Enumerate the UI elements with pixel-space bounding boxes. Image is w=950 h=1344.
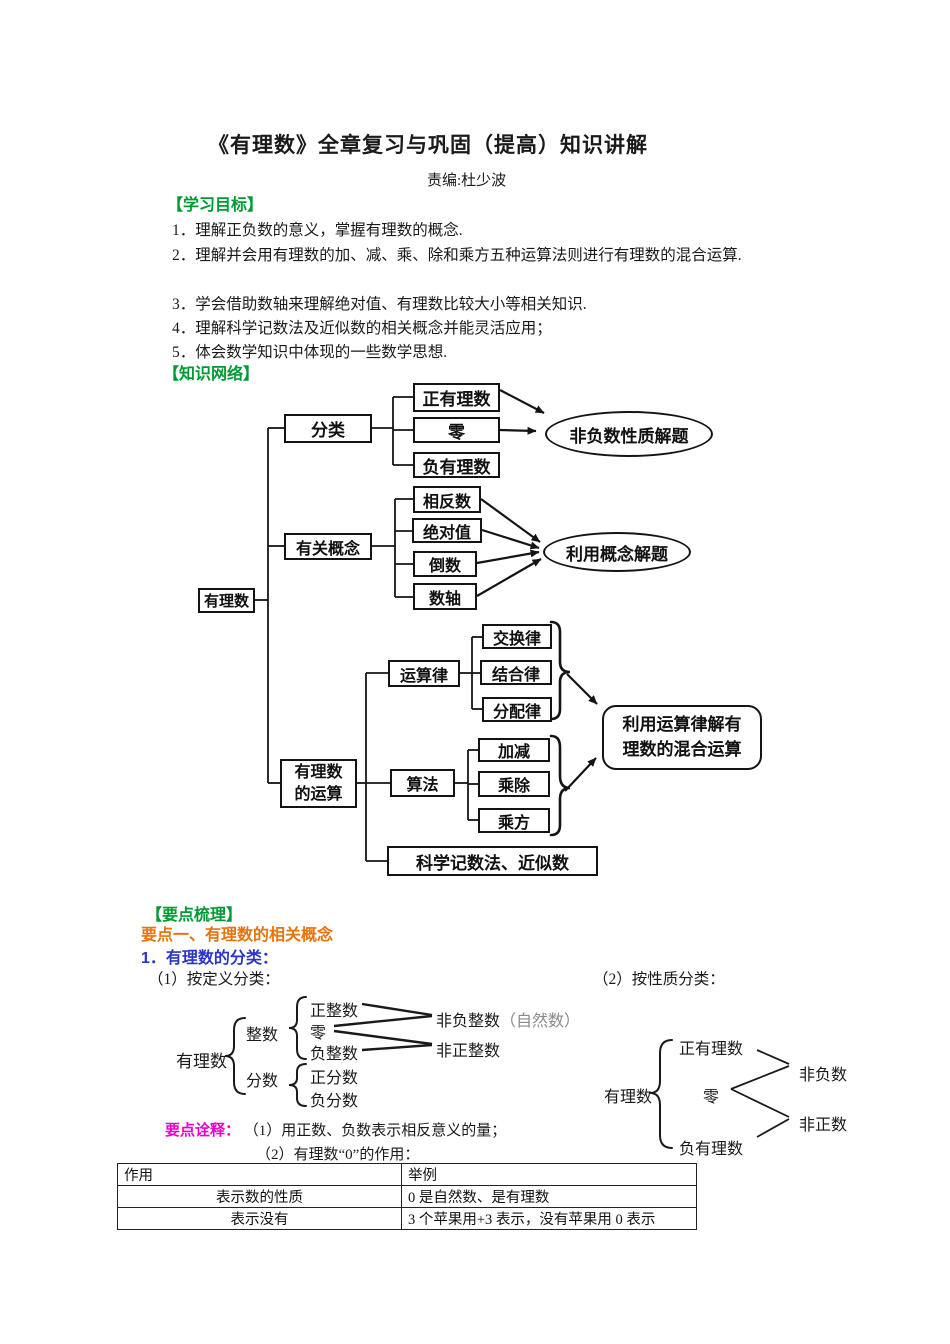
d1-positive-fraction: 正分数 bbox=[310, 1070, 359, 1087]
d2-nonpositive: 非正数 bbox=[799, 1117, 848, 1134]
d2-positive-rational: 正有理数 bbox=[679, 1041, 744, 1058]
node-associative: 结合律 bbox=[480, 660, 552, 685]
by-property-label: （2）按性质分类： bbox=[593, 971, 725, 988]
goal-item: 3．学会借助数轴来理解绝对值、有理数比较大小等相关知识. bbox=[172, 296, 587, 313]
goal-item: 5．体会数学知识中体现的一些数学思想. bbox=[172, 344, 448, 361]
outline-point1: 要点一、有理数的相关概念 bbox=[141, 927, 334, 944]
node-operation-laws: 运算律 bbox=[388, 660, 460, 687]
node-mixed-operations-line1: 利用运算律解有 bbox=[622, 714, 742, 734]
d2-zero: 零 bbox=[703, 1089, 720, 1106]
d2-nonnegative: 非负数 bbox=[799, 1067, 848, 1084]
node-rational: 有理数 bbox=[198, 588, 255, 613]
d1-root: 有理数 bbox=[176, 1052, 227, 1071]
d2-root: 有理数 bbox=[604, 1089, 653, 1106]
notes-label: 要点诠释： bbox=[165, 1122, 241, 1139]
table-cell-role: 表示数的性质 bbox=[117, 1185, 402, 1208]
by-definition-label: （1）按定义分类： bbox=[148, 971, 280, 988]
goal-item: 2．理解并会用有理数的加、减、乘、除和乘方五种运算法则进行有理数的混合运算. bbox=[172, 247, 742, 264]
note-1: （1）用正数、负数表示相反意义的量； bbox=[243, 1123, 507, 1139]
d1-natural-number-note: （自然数） bbox=[500, 1013, 581, 1030]
d1-nonnegative-integer: 非负整数（自然数） bbox=[436, 1007, 580, 1031]
node-multiply-divide: 乘除 bbox=[478, 771, 550, 797]
table-header-example: 举例 bbox=[401, 1163, 697, 1186]
d1-negative-fraction: 负分数 bbox=[310, 1093, 359, 1110]
node-absolute-value: 绝对值 bbox=[412, 518, 482, 543]
doc-author: 责编:杜少波 bbox=[427, 173, 507, 189]
node-rational-operations: 有理数 的运算 bbox=[280, 759, 357, 808]
node-rational-operations-line2: 的运算 bbox=[294, 785, 343, 803]
property-diagram-brace bbox=[649, 1039, 673, 1149]
node-add-subtract: 加减 bbox=[478, 738, 550, 762]
d1-zero: 零 bbox=[310, 1025, 327, 1042]
goals-header: 【学习目标】 bbox=[167, 197, 264, 214]
table-header-role: 作用 bbox=[117, 1163, 402, 1186]
node-power: 乘方 bbox=[478, 808, 550, 833]
table-cell-example: 3 个苹果用+3 表示，没有苹果用 0 表示 bbox=[401, 1207, 697, 1230]
table-cell-example: 0 是自然数、是有理数 bbox=[401, 1185, 697, 1208]
property-diagram-lines bbox=[730, 1049, 790, 1138]
node-negative-rational: 负有理数 bbox=[413, 452, 500, 478]
node-positive-rational: 正有理数 bbox=[413, 383, 500, 412]
node-rational-operations-line1: 有理数 bbox=[294, 763, 343, 781]
node-use-concept-ellipse: 利用概念解题 bbox=[543, 532, 691, 572]
node-opposite: 相反数 bbox=[413, 486, 481, 513]
note-2: （2）有理数“0”的作用： bbox=[256, 1147, 420, 1163]
page-title: 《有理数》全章复习与巩固（提高）知识讲解 bbox=[208, 134, 648, 157]
node-scientific-notation: 科学记数法、近似数 bbox=[387, 846, 598, 876]
table-header-row: 作用 举例 bbox=[117, 1163, 697, 1186]
outline-header: 【要点梳理】 bbox=[146, 907, 243, 924]
node-distributive: 分配律 bbox=[482, 697, 552, 722]
d1-nonnegative-integer-text: 非负整数 bbox=[436, 1013, 501, 1030]
network-braces bbox=[549, 620, 571, 837]
notes-line1: 要点诠释： （1）用正数、负数表示相反意义的量； bbox=[165, 1119, 506, 1140]
zero-role-table: 作用 举例 表示数的性质 0 是自然数、是有理数 表示没有 3 个苹果用+3 表… bbox=[117, 1163, 697, 1230]
node-nonneg-property-ellipse: 非负数性质解题 bbox=[545, 411, 713, 457]
node-reciprocal: 倒数 bbox=[413, 551, 477, 577]
node-mixed-operations-line2: 理数的混合运算 bbox=[622, 739, 742, 759]
table-row: 表示没有 3 个苹果用+3 表示，没有苹果用 0 表示 bbox=[117, 1207, 697, 1230]
node-algorithms: 算法 bbox=[390, 769, 455, 797]
goal-item: 4．理解科学记数法及近似数的相关概念并能灵活应用； bbox=[172, 320, 552, 337]
d2-negative-rational: 负有理数 bbox=[679, 1141, 744, 1158]
node-concepts: 有关概念 bbox=[284, 533, 372, 560]
d1-positive-integer: 正整数 bbox=[310, 1003, 359, 1020]
outline-sub1: 1．有理数的分类： bbox=[141, 950, 278, 967]
d1-nonpositive-integer: 非正整数 bbox=[436, 1043, 501, 1060]
node-classify: 分类 bbox=[284, 414, 372, 443]
d1-fraction: 分数 bbox=[246, 1073, 279, 1090]
node-number-line: 数轴 bbox=[413, 583, 477, 610]
node-mixed-operations-box: 利用运算律解有 理数的混合运算 bbox=[602, 705, 762, 770]
d1-negative-integer: 负整数 bbox=[310, 1046, 359, 1063]
d1-integer: 整数 bbox=[246, 1027, 279, 1044]
goal-item: 1．理解正负数的意义，掌握有理数的概念. bbox=[172, 222, 463, 239]
table-row: 表示数的性质 0 是自然数、是有理数 bbox=[117, 1185, 697, 1208]
table-cell-role: 表示没有 bbox=[117, 1207, 402, 1230]
node-zero: 零 bbox=[413, 417, 500, 443]
node-commutative: 交换律 bbox=[482, 624, 552, 649]
network-header: 【知识网络】 bbox=[163, 366, 260, 383]
